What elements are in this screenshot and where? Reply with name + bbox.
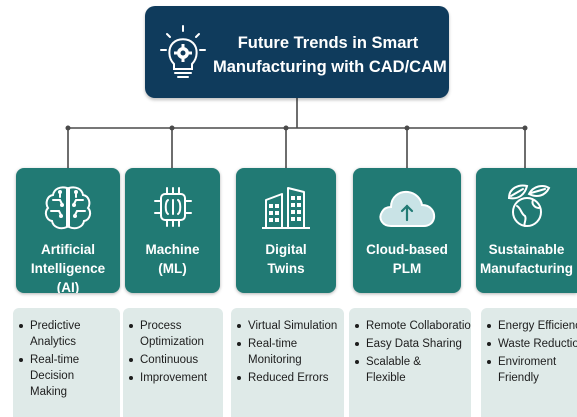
- card-artificial-intelligence: Artificial Intelligence (AI): [16, 168, 120, 293]
- list-item-text: Easy Data Sharing: [366, 338, 462, 350]
- card-label-line: Digital: [265, 242, 307, 257]
- list-item-text: Scalable &: [366, 356, 421, 368]
- title-line-2: Manufacturing with CAD/CAM: [213, 58, 447, 76]
- list-plm: Remote Collaboration Easy Data Sharing S…: [349, 308, 471, 417]
- list-item: Scalable & Flexible: [355, 354, 471, 386]
- card-label-line: Artificial: [40, 242, 95, 257]
- list-sustainable: Energy Efficiency Waste Reduction Enviro…: [481, 308, 577, 417]
- card-cloud-plm: Cloud-based PLM: [353, 168, 461, 293]
- list-item-text: Continuous: [140, 354, 199, 366]
- card-label-line: PLM: [392, 261, 422, 276]
- list-ai: Predictive Analytics Real-time Decision …: [13, 308, 120, 417]
- leaf-globe-icon: [476, 180, 577, 238]
- list-item-text: Monitoring: [248, 354, 302, 366]
- card-label-twins: Digital Twins: [236, 240, 336, 278]
- card-label-line: Twins: [267, 261, 305, 276]
- list-item: Improvement: [129, 370, 223, 386]
- brain-icon: [16, 180, 120, 238]
- list-item: Easy Data Sharing: [355, 336, 471, 352]
- list-item-text: Real-time: [30, 354, 80, 366]
- list-item: Process Optimization: [129, 318, 223, 350]
- list-item-text: Decision: [30, 370, 75, 382]
- card-label-line: Intelligence: [30, 261, 106, 276]
- list-item-text: Energy Efficiency: [498, 320, 577, 332]
- list-item-text: Flexible: [366, 372, 406, 384]
- list-item-text: Process: [140, 320, 182, 332]
- lightbulb-gear-icon: [159, 24, 207, 80]
- chip-robot-icon: [125, 180, 220, 238]
- card-digital-twins: Digital Twins: [236, 168, 336, 293]
- list-item: Predictive Analytics: [19, 318, 120, 350]
- buildings-icon: [236, 180, 336, 238]
- card-label-sustainable: Sustainable Manufacturing: [476, 240, 577, 278]
- list-item-text: Virtual Simulation: [248, 320, 338, 332]
- card-label-line: (AI): [56, 280, 80, 293]
- card-label-line: Machine: [145, 242, 200, 257]
- card-machine-learning: Machine (ML): [125, 168, 220, 293]
- list-item: Real-time Monitoring: [237, 336, 344, 368]
- card-label-line: Sustainable: [488, 242, 565, 257]
- list-item-text: Waste Reduction: [498, 338, 577, 350]
- list-item-text: Predictive: [30, 320, 81, 332]
- card-sustainable-manufacturing: Sustainable Manufacturing: [476, 168, 577, 293]
- list-item-text: Real-time: [248, 338, 298, 350]
- cloud-upload-icon: [353, 180, 461, 238]
- list-item: Energy Efficiency: [487, 318, 577, 334]
- list-item-text: Analytics: [30, 336, 77, 348]
- card-label-line: (ML): [158, 261, 187, 276]
- page-title: Future Trends in Smart Manufacturing wit…: [213, 31, 447, 79]
- list-item-text: Enviroment: [498, 356, 557, 368]
- list-item: Enviroment Friendly: [487, 354, 577, 386]
- list-item-text: Friendly: [498, 372, 539, 384]
- list-item-text: Optimization: [140, 336, 204, 348]
- list-item-text: Improvement: [140, 372, 208, 384]
- list-item: Remote Collaboration: [355, 318, 471, 334]
- list-item-text: Making: [30, 386, 68, 398]
- list-item: Real-time Decision Making: [19, 352, 120, 400]
- list-twins: Virtual Simulation Real-time Monitoring …: [231, 308, 344, 417]
- card-label-line: Cloud-based: [366, 242, 448, 257]
- list-item-text: Reduced Errors: [248, 372, 329, 384]
- list-item-text: Remote Collaboration: [366, 320, 471, 332]
- card-label-ml: Machine (ML): [125, 240, 220, 278]
- list-ml: Process Optimization Continuous Improvem…: [123, 308, 223, 417]
- card-label-plm: Cloud-based PLM: [353, 240, 461, 278]
- list-item: Virtual Simulation: [237, 318, 344, 334]
- title-line-1: Future Trends in Smart: [237, 34, 419, 52]
- list-item: Waste Reduction: [487, 336, 577, 352]
- list-item: Reduced Errors: [237, 370, 344, 386]
- card-label-ai: Artificial Intelligence (AI): [16, 240, 120, 293]
- title-box: Future Trends in Smart Manufacturing wit…: [145, 6, 449, 98]
- card-label-line: Manufacturing: [480, 261, 573, 276]
- list-item: Continuous: [129, 352, 223, 368]
